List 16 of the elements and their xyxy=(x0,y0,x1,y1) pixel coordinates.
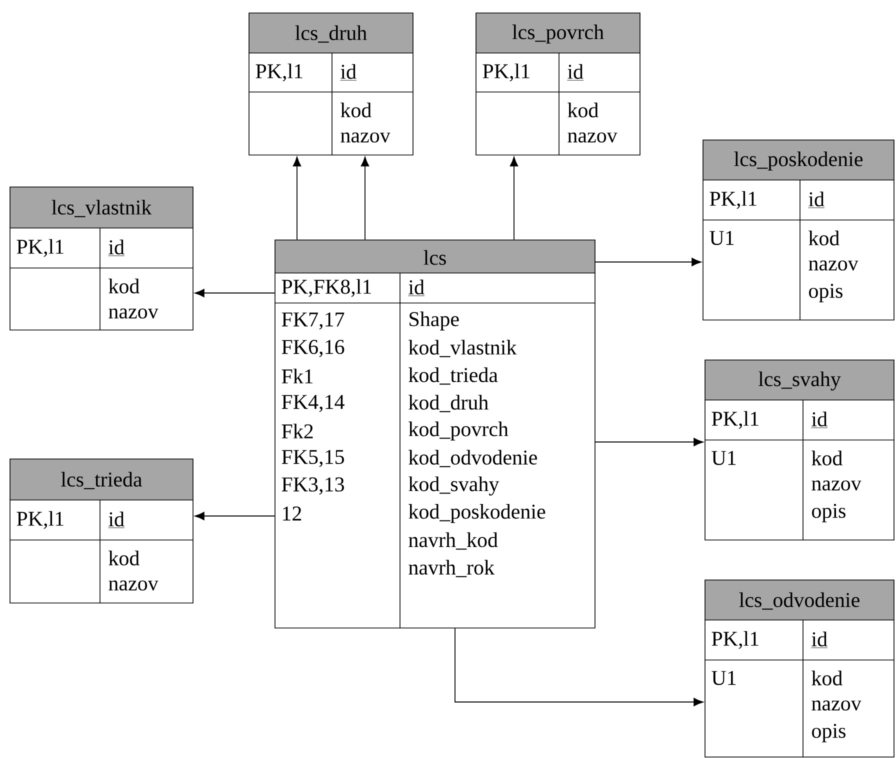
table-box: lcs_druh PK,l1 id kod nazov xyxy=(248,12,414,156)
table-box: lcs_poskodenie PK,l1 id U1 kod nazov opis xyxy=(702,140,894,320)
table-box: lcs_svahy PK,l1 id U1 kod nazov opis xyxy=(704,360,894,540)
table-box: lcs_povrch PK,l1 id kod nazov xyxy=(476,12,640,156)
arrow xyxy=(594,438,704,446)
table-box: lcs PK,FK8,l1 id FK7,17 FK6,16 Fk1 FK4,14 Fk2 FK5,15 FK3,13 12 Shape kod_vlastnik kod_trieda kod_druh kod_povrch kod_odvodenie kod_svahy kod_poskodenie navrh_kod navrh_rok xyxy=(274,240,596,628)
arrow xyxy=(510,156,518,240)
table-box: lcs_odvodenie PK,l1 id U1 kod nazov opis xyxy=(704,580,894,758)
arrow xyxy=(360,156,370,240)
table-box: lcs_vlastnik PK,l1 id kod nazov xyxy=(10,186,194,330)
arrow xyxy=(454,628,704,706)
arrow xyxy=(594,258,702,266)
arrow xyxy=(194,512,276,520)
arrow xyxy=(292,156,302,240)
table-box: lcs_trieda PK,l1 id kod nazov xyxy=(10,458,194,604)
arrow xyxy=(194,288,276,298)
